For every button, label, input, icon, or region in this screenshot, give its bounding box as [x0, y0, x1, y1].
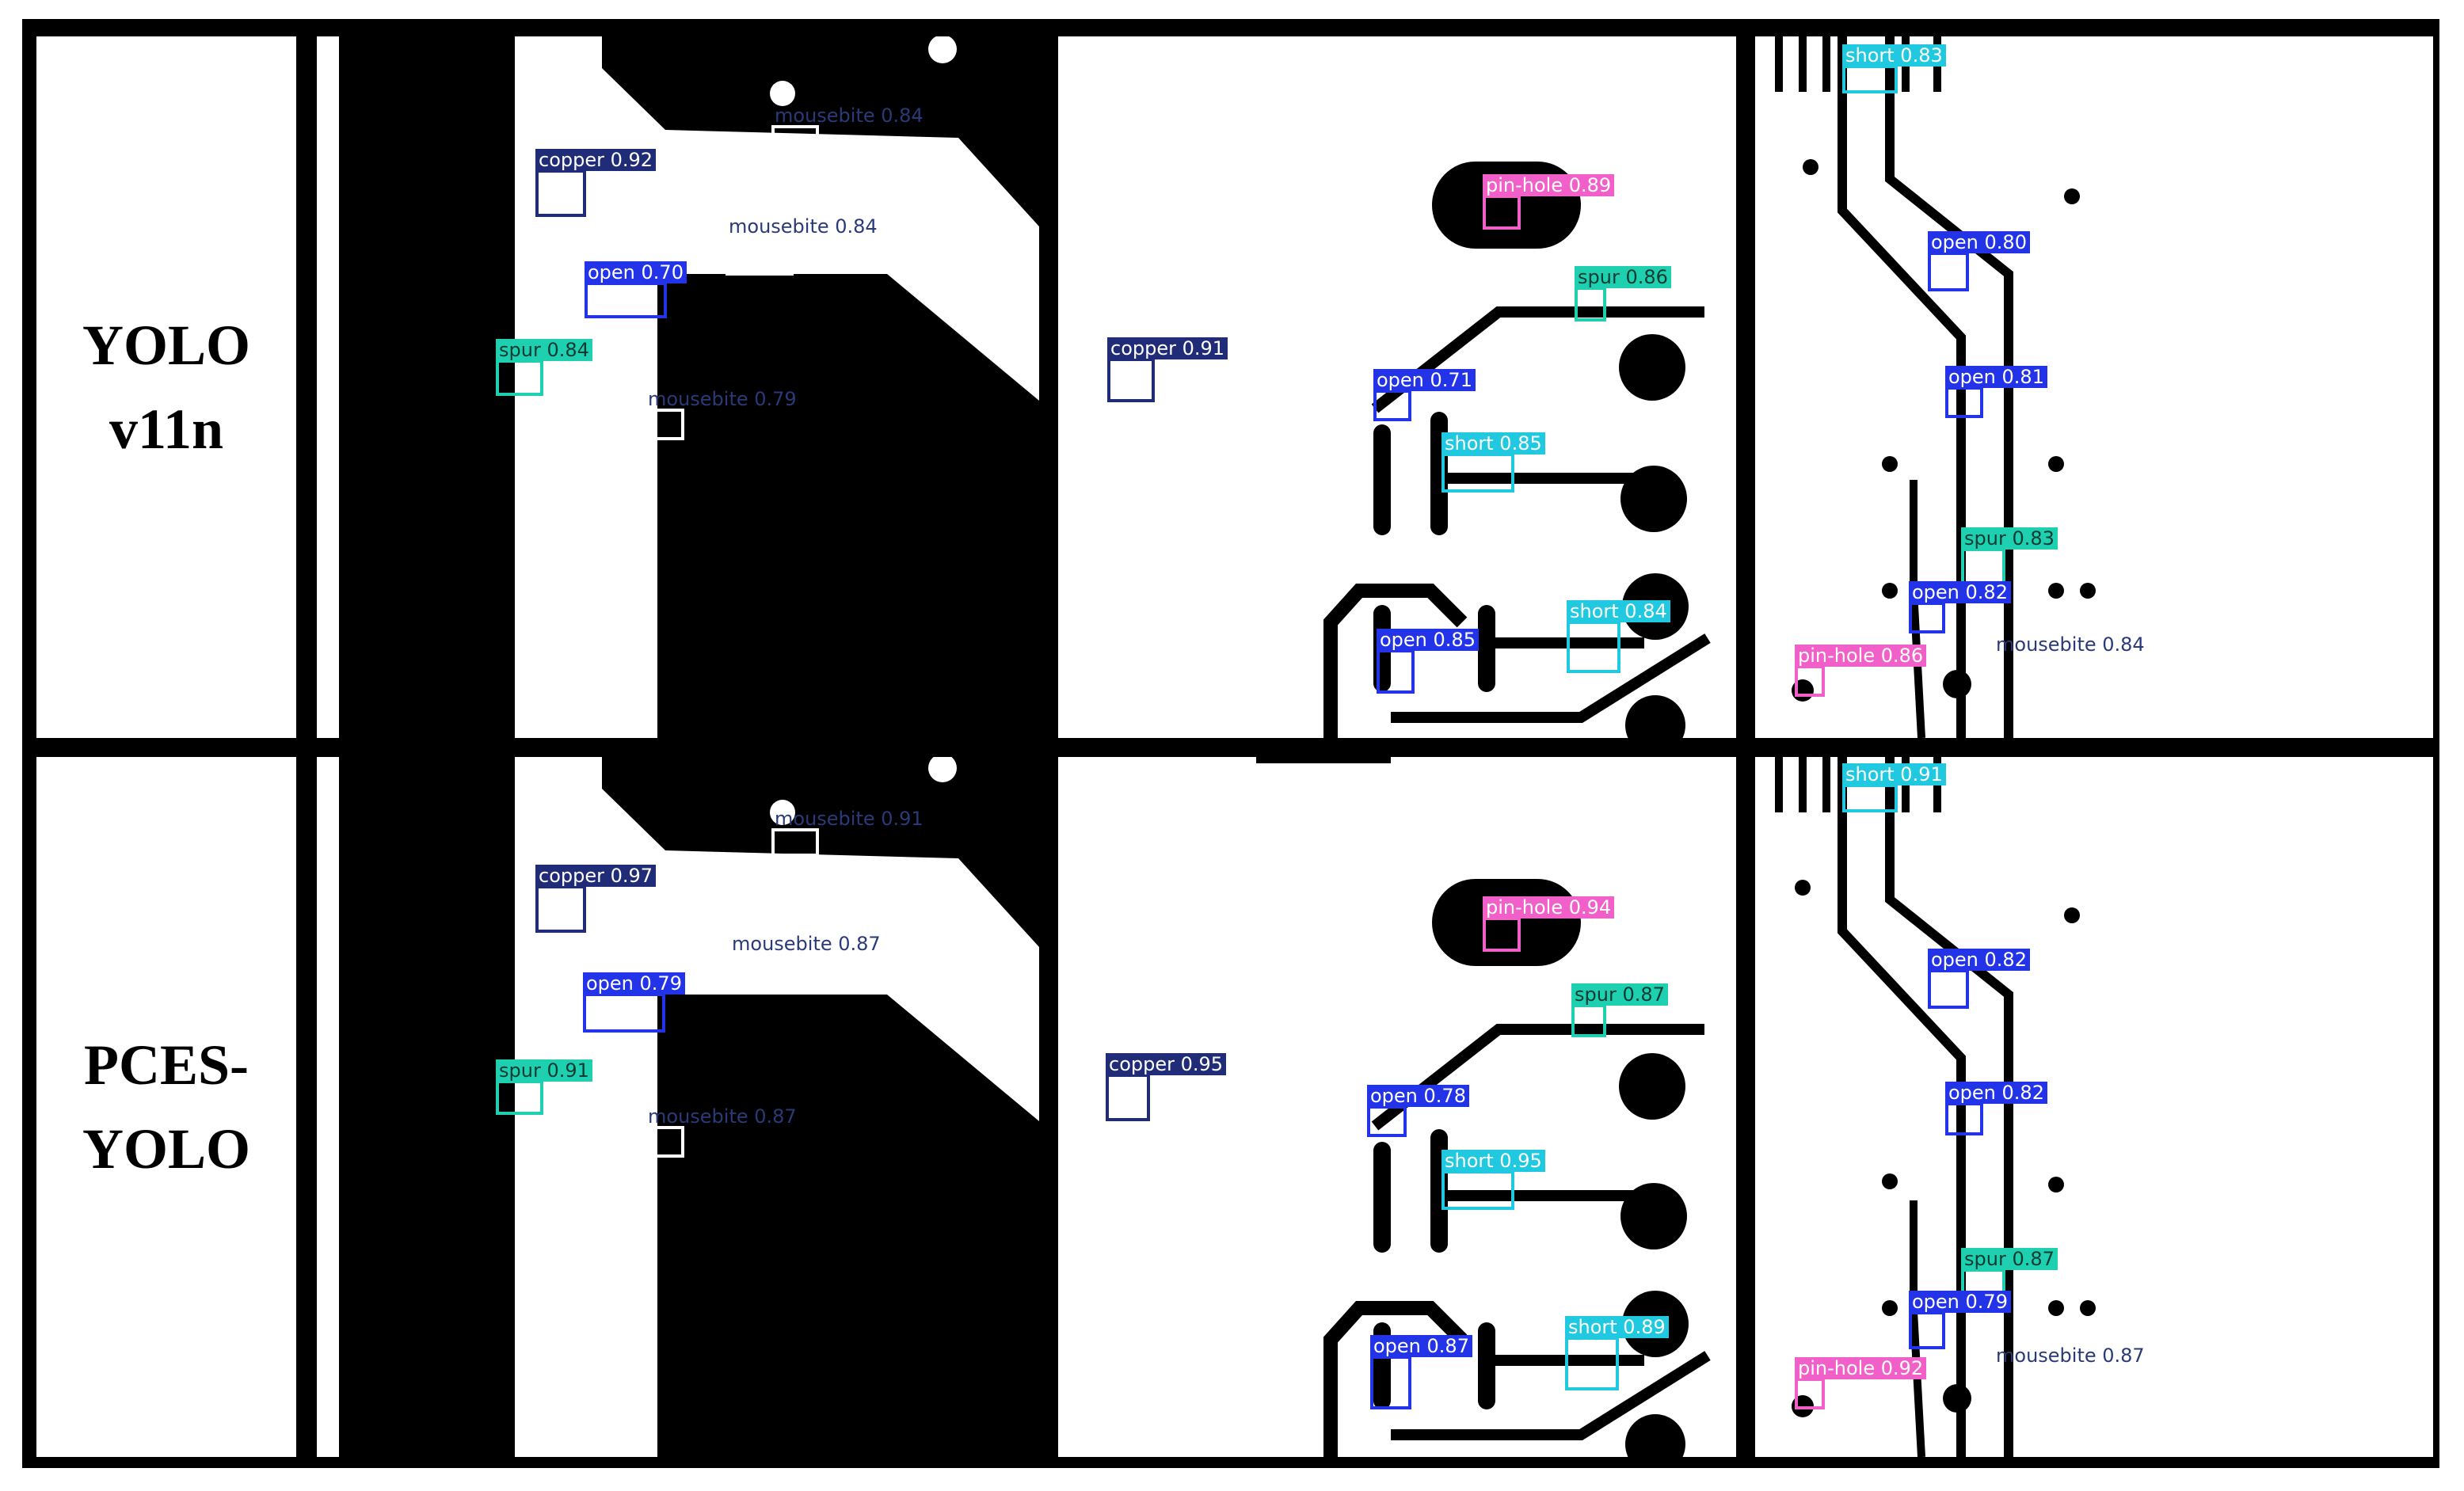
detection-label: open 0.80 — [1928, 231, 2030, 253]
detection-label: mousebite 0.84 — [1996, 633, 2145, 656]
detection-label: open 0.87 — [1370, 1335, 1472, 1357]
detection-label: open 0.78 — [1367, 1085, 1469, 1107]
detection-box-spur: spur 0.87 — [1961, 1248, 2058, 1307]
pcb-pattern-6 — [1755, 757, 2433, 1457]
detection-box-open: open 0.71 — [1373, 369, 1476, 421]
detection-label: short 0.95 — [1441, 1150, 1545, 1172]
detection-label: short 0.83 — [1842, 44, 1946, 67]
detection-label: spur 0.86 — [1575, 266, 1671, 288]
detection-box-short: short 0.85 — [1441, 432, 1545, 493]
detection-box-open: open 0.79 — [1909, 1291, 2011, 1349]
detection-box-pin-hole: pin-hole 0.89 — [1483, 174, 1615, 230]
detection-box-copper: copper 0.97 — [535, 865, 657, 933]
detection-label: open 0.82 — [1945, 1082, 2047, 1104]
detection-box-copper: copper 0.92 — [535, 149, 657, 217]
detection-label: mousebite 0.84 — [775, 105, 924, 127]
detection-label: mousebite 0.87 — [1996, 1345, 2145, 1367]
detection-label: open 0.79 — [583, 972, 685, 995]
detection-label: mousebite 0.79 — [648, 388, 797, 410]
detection-box-mousebite: mousebite 0.87 — [645, 1105, 797, 1158]
detection-label: copper 0.91 — [1107, 337, 1228, 359]
detection-label: short 0.85 — [1441, 432, 1545, 455]
detection-box-open: open 0.81 — [1945, 366, 2047, 418]
detection-box-mousebite: mousebite 0.84 — [725, 215, 878, 276]
detection-box-short: short 0.84 — [1567, 600, 1670, 673]
detection-label: mousebite 0.87 — [648, 1105, 797, 1128]
detection-box-open: open 0.78 — [1367, 1085, 1469, 1137]
detection-label: pin-hole 0.89 — [1483, 174, 1615, 196]
detection-box-short: short 0.95 — [1441, 1150, 1545, 1210]
pcb-panel-row0-3: short 0.83 open 0.80 open 0.81 spur 0.83 ope… — [1755, 36, 2433, 738]
detection-box-short: short 0.89 — [1565, 1316, 1669, 1390]
detection-box-short: short 0.91 — [1842, 763, 1946, 812]
pcb-panel-row0-1: mousebite 0.84 copper 0.92 mousebite 0.84 o… — [317, 36, 1039, 738]
detection-box-open: open 0.82 — [1945, 1082, 2047, 1135]
detection-label: copper 0.97 — [535, 865, 657, 887]
detection-label: short 0.84 — [1567, 600, 1670, 622]
detection-box-mousebite: mousebite 0.87 — [1993, 1345, 2145, 1389]
detection-box-pin-hole: pin-hole 0.94 — [1483, 896, 1615, 952]
detection-label: copper 0.92 — [535, 149, 657, 171]
detection-label: copper 0.95 — [1106, 1053, 1227, 1075]
detection-box-copper: copper 0.91 — [1107, 337, 1228, 402]
pcb-panel-row1-3: short 0.91 open 0.82 open 0.82 spur 0.87 ope… — [1755, 757, 2433, 1457]
detection-box-mousebite: mousebite 0.84 — [1993, 633, 2145, 678]
detection-box-mousebite: mousebite 0.79 — [645, 388, 797, 440]
detection-label: open 0.71 — [1373, 369, 1476, 391]
detection-label: mousebite 0.87 — [732, 933, 881, 955]
detection-box-open: open 0.85 — [1377, 629, 1479, 694]
detection-box-open: open 0.70 — [585, 261, 687, 318]
detection-label: open 0.85 — [1377, 629, 1479, 651]
detection-box-open: open 0.80 — [1928, 231, 2030, 291]
pcb-pattern-4 — [317, 757, 1039, 1457]
detection-label: open 0.81 — [1945, 366, 2047, 388]
pcb-panel-row1-1: mousebite 0.91 copper 0.97 mousebite 0.87 o… — [317, 757, 1039, 1457]
detection-label: mousebite 0.84 — [729, 215, 878, 238]
row-label-pces-yolo: PCES- YOLO — [82, 1033, 251, 1181]
detection-box-short: short 0.83 — [1842, 44, 1946, 93]
detection-box-open: open 0.82 — [1928, 949, 2030, 1009]
row-label-yolo-v11n: YOLO v11n — [82, 314, 251, 461]
detection-box-mousebite: mousebite 0.91 — [771, 808, 924, 857]
detection-label: pin-hole 0.94 — [1483, 896, 1615, 919]
detection-label: pin-hole 0.92 — [1795, 1357, 1927, 1379]
detection-label: open 0.82 — [1909, 581, 2011, 603]
pcb-panel-row1-2: pin-hole 0.94 spur 0.87 copper 0.95 open 0.… — [1058, 757, 1736, 1457]
detection-label: pin-hole 0.86 — [1795, 645, 1927, 667]
detection-label: open 0.82 — [1928, 949, 2030, 971]
detection-label: open 0.70 — [585, 261, 687, 283]
detection-box-mousebite: mousebite 0.87 — [729, 933, 881, 991]
detection-box-open: open 0.79 — [583, 972, 685, 1033]
detection-label: open 0.79 — [1909, 1291, 2011, 1313]
detection-label: short 0.91 — [1842, 763, 1946, 785]
detection-box-open: open 0.87 — [1370, 1335, 1472, 1409]
detection-box-mousebite: mousebite 0.84 — [771, 105, 924, 154]
detection-box-pin-hole: pin-hole 0.92 — [1795, 1357, 1927, 1409]
detection-box-spur: spur 0.84 — [496, 339, 592, 396]
pcb-pattern-1 — [317, 36, 1039, 738]
detection-box-spur: spur 0.86 — [1575, 266, 1671, 321]
detection-label: short 0.89 — [1565, 1316, 1669, 1338]
row-label-cell-0: YOLO v11n — [36, 36, 296, 738]
detection-label: spur 0.84 — [496, 339, 592, 361]
detection-label: mousebite 0.91 — [775, 808, 924, 830]
detection-box-spur: spur 0.91 — [496, 1059, 592, 1115]
detection-box-open: open 0.82 — [1909, 581, 2011, 633]
detection-label: spur 0.91 — [496, 1059, 592, 1082]
detection-label: spur 0.83 — [1961, 527, 2058, 550]
detection-label: spur 0.87 — [1571, 983, 1668, 1006]
detection-box-pin-hole: pin-hole 0.86 — [1795, 645, 1927, 697]
detection-label: spur 0.87 — [1961, 1248, 2058, 1270]
detection-box-spur: spur 0.87 — [1571, 983, 1668, 1037]
pcb-panel-row0-2: pin-hole 0.89 spur 0.86 copper 0.91 open 0.… — [1058, 36, 1736, 738]
pcb-pattern-3 — [1755, 36, 2433, 738]
row-label-cell-1: PCES- YOLO — [36, 757, 296, 1457]
detection-box-copper: copper 0.95 — [1106, 1053, 1227, 1121]
